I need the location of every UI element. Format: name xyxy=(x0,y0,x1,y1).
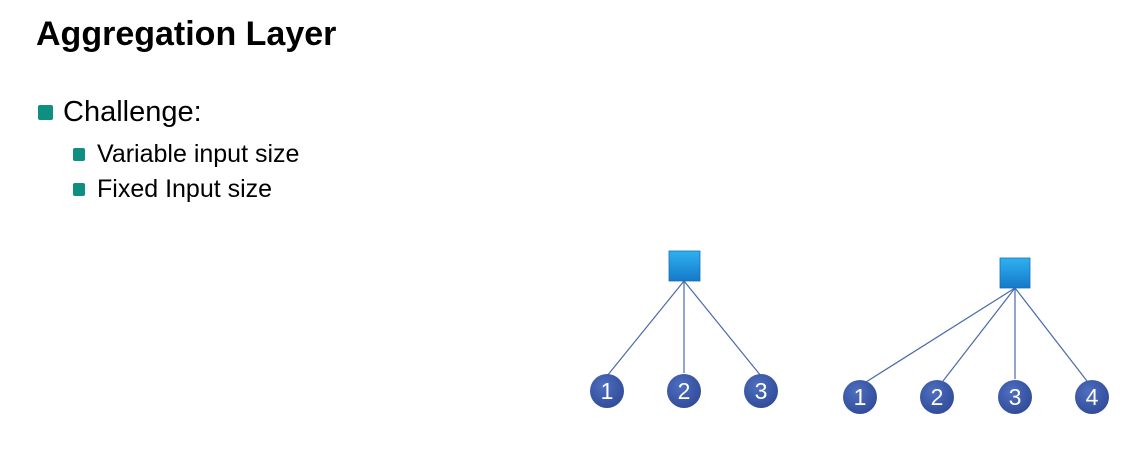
node-label: 3 xyxy=(755,378,768,404)
input-node: 1 xyxy=(590,374,624,408)
edge xyxy=(865,287,1016,383)
edge xyxy=(942,287,1016,382)
edge xyxy=(1014,287,1088,382)
node-label: 3 xyxy=(1009,384,1022,410)
input-node: 3 xyxy=(744,374,778,408)
bullet-challenge: Challenge: xyxy=(38,94,202,130)
input-node: 4 xyxy=(1075,380,1109,414)
bullet-marker xyxy=(38,104,53,120)
sub-bullet-fixed-input: Fixed Input size xyxy=(73,174,272,204)
aggregation-root-node xyxy=(999,257,1031,289)
node-label: 1 xyxy=(601,378,614,404)
input-node: 3 xyxy=(998,380,1032,414)
tree-four-inputs: 1 2 3 4 xyxy=(843,257,1109,414)
bullet-marker xyxy=(73,182,85,196)
node-label: 4 xyxy=(1086,384,1099,410)
aggregation-root-node xyxy=(668,250,701,282)
node-label: 1 xyxy=(854,384,867,410)
slide-title: Aggregation Layer xyxy=(36,15,337,53)
edge xyxy=(606,280,685,377)
input-node: 2 xyxy=(920,380,954,414)
node-label: 2 xyxy=(931,384,944,410)
input-node: 2 xyxy=(667,374,701,408)
bullet-text: Challenge: xyxy=(63,95,202,128)
sub-bullet-variable-input: Variable input size xyxy=(73,139,299,169)
bullet-marker xyxy=(73,147,85,161)
sub-bullet-text: Fixed Input size xyxy=(97,174,273,203)
tree-three-inputs: 1 2 3 xyxy=(590,250,778,408)
node-label: 2 xyxy=(678,378,691,404)
edge xyxy=(683,280,762,377)
input-node: 1 xyxy=(843,380,877,414)
sub-bullet-text: Variable input size xyxy=(97,139,300,168)
